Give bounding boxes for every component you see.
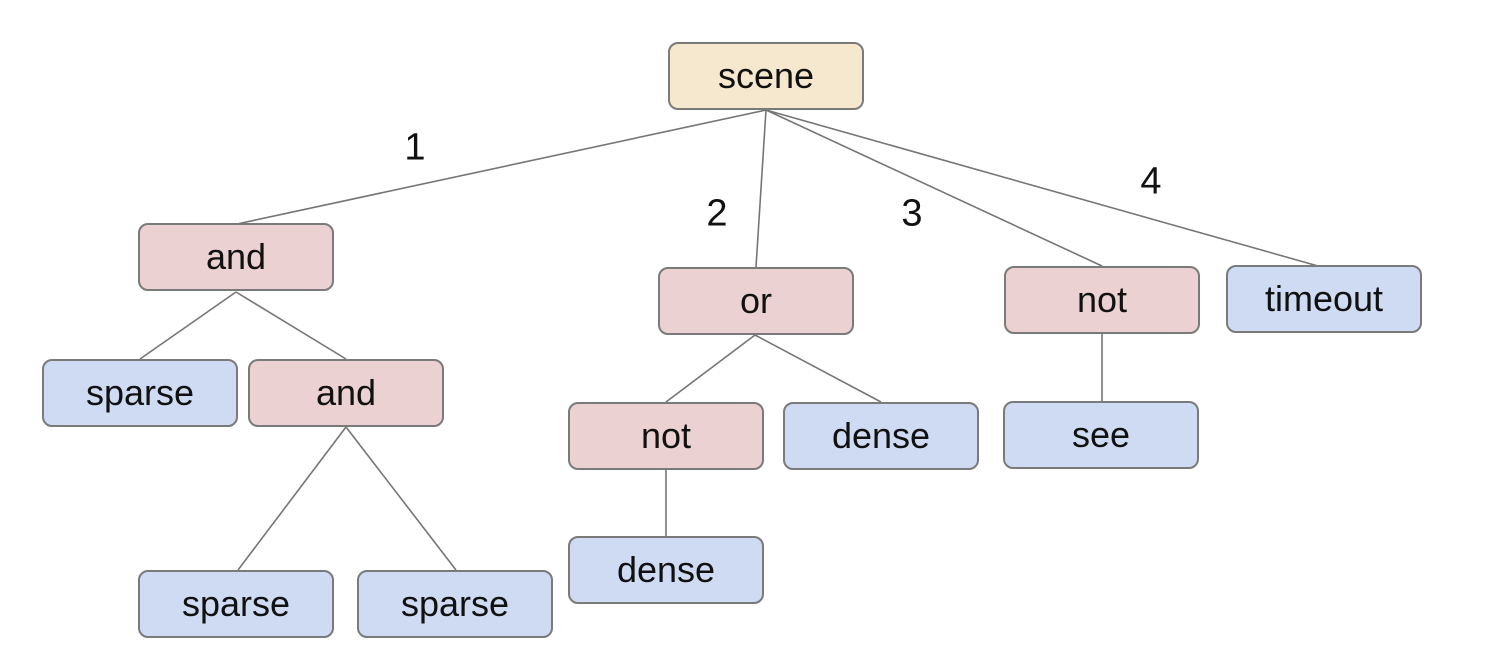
node-sparse-2: sparse — [138, 570, 334, 638]
node-and-nested: and — [248, 359, 444, 427]
node-dense-2: dense — [568, 536, 764, 604]
edge-scene-timeout — [765, 109, 1319, 267]
node-and: and — [138, 223, 334, 291]
edge-scene-not — [765, 109, 1103, 267]
edge-and-and — [235, 291, 347, 360]
node-scene: scene — [668, 42, 864, 110]
edge-or-dense — [754, 334, 882, 403]
node-timeout: timeout — [1226, 265, 1422, 333]
node-dense: dense — [783, 402, 979, 470]
node-see: see — [1003, 401, 1199, 469]
edge-and2-sparse2 — [345, 426, 457, 571]
node-or: or — [658, 267, 854, 335]
edge-scene-or — [755, 109, 767, 268]
edge-and2-sparse — [237, 426, 347, 571]
edge-scene-and — [236, 109, 767, 225]
edge-or-not — [665, 334, 756, 403]
edge-and-sparse — [139, 291, 237, 360]
node-sparse-3: sparse — [357, 570, 553, 638]
edge-label-1: 1 — [404, 126, 426, 169]
edge-label-4: 4 — [1140, 160, 1162, 203]
node-not-nested: not — [568, 402, 764, 470]
edge-label-3: 3 — [901, 192, 923, 235]
node-not: not — [1004, 266, 1200, 334]
node-sparse: sparse — [42, 359, 238, 427]
edge-label-2: 2 — [706, 192, 728, 235]
